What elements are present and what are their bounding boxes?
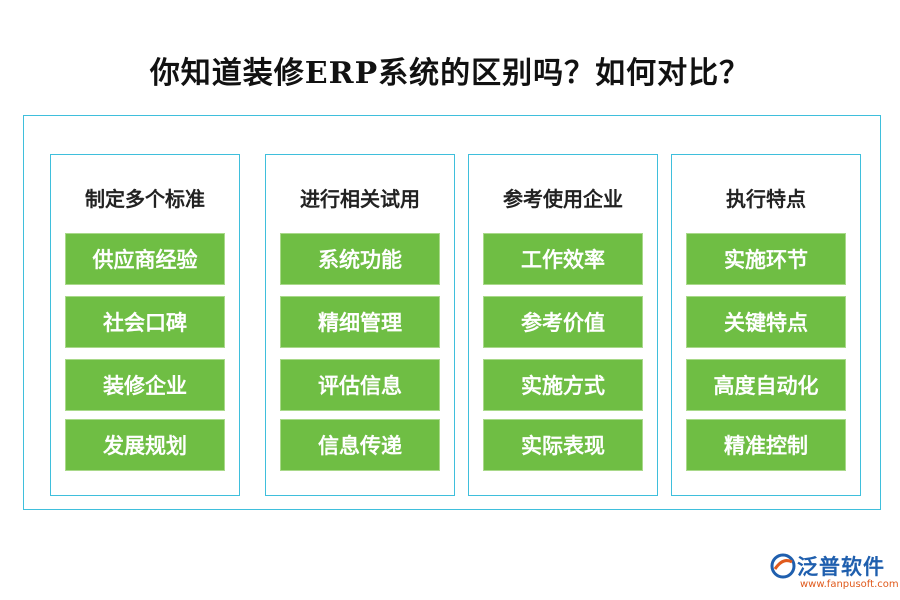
item-box: 发展规划 (65, 419, 225, 471)
item-box: 实施方式 (483, 359, 643, 411)
item-box: 精细管理 (280, 296, 440, 348)
item-box: 评估信息 (280, 359, 440, 411)
column-heading: 执行特点 (726, 187, 806, 211)
diagram-frame (23, 115, 881, 510)
item-box: 实际表现 (483, 419, 643, 471)
column-standards: 制定多个标准 供应商经验 社会口碑 装修企业 发展规划 (50, 154, 240, 496)
column-heading: 参考使用企业 (503, 187, 623, 211)
item-box: 信息传递 (280, 419, 440, 471)
item-box: 参考价值 (483, 296, 643, 348)
page-title: 你知道装修ERP系统的区别吗？如何对比？ (149, 56, 751, 91)
logo-url: www.fanpusoft.com (800, 579, 899, 590)
item-box: 供应商经验 (65, 233, 225, 285)
item-box: 实施环节 (686, 233, 846, 285)
item-box: 关键特点 (686, 296, 846, 348)
logo-name: 泛普软件 (797, 555, 885, 579)
item-box: 社会口碑 (65, 296, 225, 348)
item-box: 高度自动化 (686, 359, 846, 411)
column-heading: 制定多个标准 (85, 187, 205, 211)
column-features: 执行特点 实施环节 关键特点 高度自动化 精准控制 (671, 154, 861, 496)
item-box: 工作效率 (483, 233, 643, 285)
column-heading: 进行相关试用 (300, 187, 420, 211)
fanpu-logo-icon (770, 553, 796, 579)
item-box: 系统功能 (280, 233, 440, 285)
column-reference: 参考使用企业 工作效率 参考价值 实施方式 实际表现 (468, 154, 658, 496)
item-box: 装修企业 (65, 359, 225, 411)
column-trial: 进行相关试用 系统功能 精细管理 评估信息 信息传递 (265, 154, 455, 496)
item-box: 精准控制 (686, 419, 846, 471)
